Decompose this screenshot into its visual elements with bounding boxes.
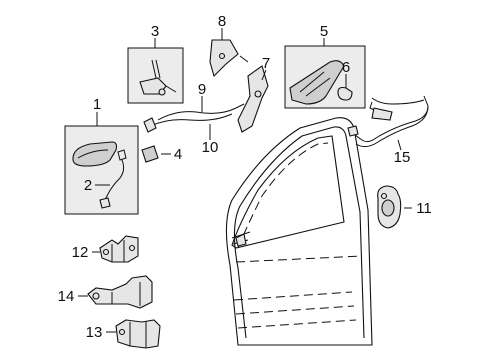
part-8-bracket — [209, 39, 249, 78]
callout-13: 13 — [86, 324, 103, 341]
callout-10: 10 — [202, 139, 219, 156]
part-12-hinge — [99, 235, 139, 263]
part-11-striker — [377, 185, 402, 229]
callout-7: 7 — [262, 55, 270, 72]
part-4-clip — [141, 145, 159, 163]
leader-lines — [78, 28, 412, 333]
part-14-door-check — [87, 275, 153, 309]
part-13-hinge — [115, 319, 161, 349]
part-3-lock-rod-group — [127, 47, 184, 104]
callout-1: 1 — [93, 96, 101, 113]
part-7-bracket — [237, 65, 269, 133]
callout-2: 2 — [84, 177, 92, 194]
callout-4: 4 — [174, 146, 182, 163]
part-1-outside-handle-group — [64, 125, 139, 215]
callout-5: 5 — [320, 23, 328, 40]
callout-14: 14 — [58, 288, 75, 305]
callout-3: 3 — [151, 23, 159, 40]
callout-8: 8 — [218, 13, 226, 30]
callout-12: 12 — [72, 244, 89, 261]
callout-6: 6 — [342, 59, 350, 76]
door-shell — [225, 117, 373, 346]
part-15-lock-cable — [347, 95, 429, 148]
part-9-10-cables — [143, 103, 245, 133]
callout-15: 15 — [394, 149, 411, 166]
callout-11: 11 — [416, 200, 432, 217]
part-5-switch-group — [284, 45, 366, 109]
callout-9: 9 — [198, 81, 206, 98]
